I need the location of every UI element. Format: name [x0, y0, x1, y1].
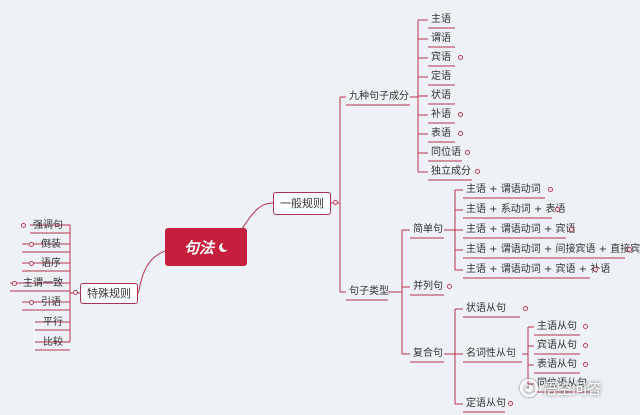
component-item[interactable]: 补语 — [431, 109, 451, 120]
expand-dot-icon[interactable] — [583, 324, 588, 329]
sentence-types-label[interactable]: 句子类型 — [349, 286, 389, 297]
special-item[interactable]: 比较 — [43, 337, 63, 348]
component-item[interactable]: 定语 — [431, 71, 451, 82]
special-rules-label: 特殊规则 — [87, 287, 131, 300]
root-title: 句法 — [183, 238, 214, 257]
expand-dot-icon[interactable] — [21, 223, 26, 228]
special-item[interactable]: 倒装 — [41, 239, 61, 250]
expand-dot-icon[interactable] — [458, 131, 463, 136]
moon-icon — [219, 241, 230, 252]
component-item[interactable]: 同位语 — [431, 147, 461, 158]
component-item[interactable]: 谓语 — [431, 33, 451, 44]
nominal-clause-item[interactable]: 宾语从句 — [537, 340, 577, 351]
nominal-clause-item[interactable]: 同位语从句 — [537, 378, 587, 389]
expand-dot-icon[interactable] — [447, 284, 452, 289]
expand-dot-icon[interactable] — [569, 227, 574, 232]
simple-pattern[interactable]: 主语 + 谓语动词 + 宾语 — [466, 224, 576, 235]
simple-pattern[interactable]: 主语 + 系动词 + 表语 — [466, 204, 566, 215]
expand-dot-icon[interactable] — [548, 187, 553, 192]
nominal-clause-label[interactable]: 名词性从句 — [466, 348, 516, 359]
expand-dot-icon[interactable] — [29, 300, 34, 305]
simple-sentence-label[interactable]: 简单句 — [413, 224, 443, 235]
special-item[interactable]: 引语 — [41, 297, 61, 308]
expand-dot-icon[interactable] — [508, 401, 513, 406]
expand-dot-icon[interactable] — [458, 112, 463, 117]
expand-dot-icon[interactable] — [523, 306, 528, 311]
expand-dot-icon[interactable] — [555, 207, 560, 212]
complex-sentence-label[interactable]: 复合句 — [413, 348, 443, 359]
special-item[interactable]: 强调句 — [33, 220, 63, 231]
special-item[interactable]: 平行 — [43, 317, 63, 328]
expand-dot-icon[interactable] — [333, 200, 338, 205]
expand-dot-icon[interactable] — [12, 281, 17, 286]
expand-dot-icon[interactable] — [73, 290, 78, 295]
component-item[interactable]: 状语 — [431, 90, 451, 101]
component-item[interactable]: 表语 — [431, 128, 451, 139]
expand-dot-icon[interactable] — [29, 261, 34, 266]
wukong-logo-icon: ◕ — [520, 379, 538, 397]
attributive-clause-label[interactable]: 定语从句 — [466, 398, 506, 409]
nominal-clause-item[interactable]: 表语从句 — [537, 359, 577, 370]
nominal-clause-item[interactable]: 主语从句 — [537, 321, 577, 332]
nine-components-label[interactable]: 九种句子成分 — [349, 91, 409, 102]
special-item[interactable]: 语序 — [41, 258, 61, 269]
expand-dot-icon[interactable] — [583, 343, 588, 348]
special-rules-node[interactable]: 特殊规则 — [80, 283, 138, 304]
simple-pattern[interactable]: 主语 + 谓语动词 — [466, 184, 541, 195]
special-item[interactable]: 主谓一致 — [23, 278, 63, 289]
simple-pattern[interactable]: 主语 + 谓语动词 + 间接宾语 + 直接宾语 — [466, 244, 640, 255]
expand-dot-icon[interactable] — [29, 242, 34, 247]
expand-dot-icon[interactable] — [593, 267, 598, 272]
adverbial-clause-label[interactable]: 状语从句 — [466, 303, 506, 314]
simple-pattern[interactable]: 主语 + 谓语动词 + 宾语 + 补语 — [466, 264, 611, 275]
component-item[interactable]: 宾语 — [431, 52, 451, 63]
general-rules-label: 一般规则 — [280, 197, 324, 210]
expand-dot-icon[interactable] — [458, 55, 463, 60]
watermark: ◕ 悟空问答 — [520, 376, 602, 400]
watermark-text: 悟空问答 — [542, 379, 603, 398]
root-node[interactable]: 句法 — [165, 228, 247, 266]
component-item[interactable]: 主语 — [431, 14, 451, 25]
expand-dot-icon[interactable] — [627, 247, 632, 252]
expand-dot-icon[interactable] — [583, 362, 588, 367]
component-item[interactable]: 独立成分 — [431, 166, 471, 177]
compound-sentence-label[interactable]: 并列句 — [413, 281, 443, 292]
expand-dot-icon[interactable] — [465, 150, 470, 155]
general-rules-node[interactable]: 一般规则 — [273, 192, 331, 215]
expand-dot-icon[interactable] — [475, 169, 480, 174]
